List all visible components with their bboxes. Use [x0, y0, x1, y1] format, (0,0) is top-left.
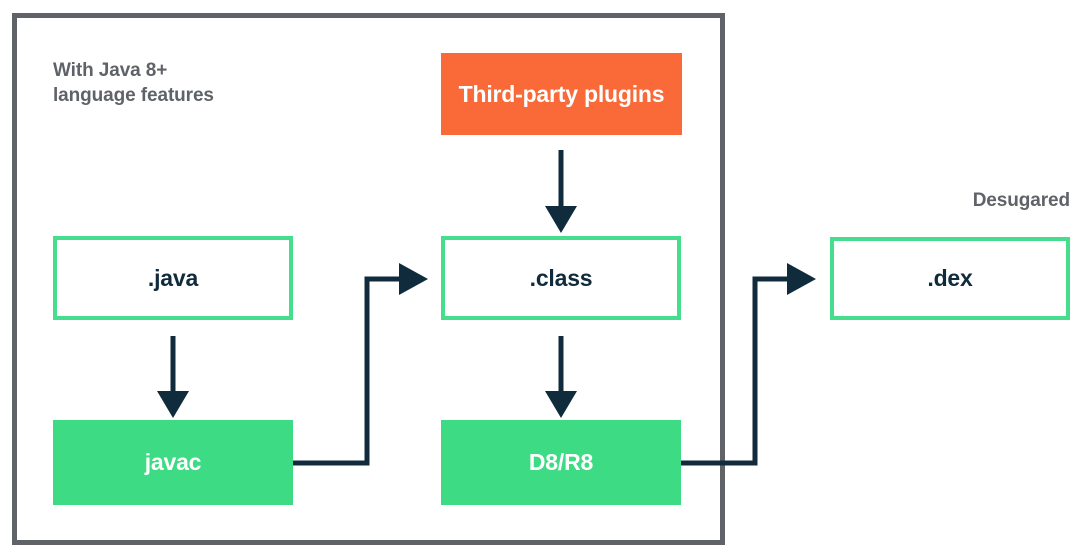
caption-desugared: Desugared	[972, 190, 1070, 211]
node-javac: javac	[53, 420, 293, 505]
caption-with-java-8-language-features: With Java 8+ language features	[53, 60, 214, 106]
node-java-source: .java	[53, 236, 293, 320]
node-d8-r8: D8/R8	[441, 420, 681, 505]
node-class-file: .class	[441, 236, 681, 320]
node-third-party-plugins: Third-party plugins	[441, 53, 682, 135]
node-dex-file: .dex	[830, 237, 1070, 320]
